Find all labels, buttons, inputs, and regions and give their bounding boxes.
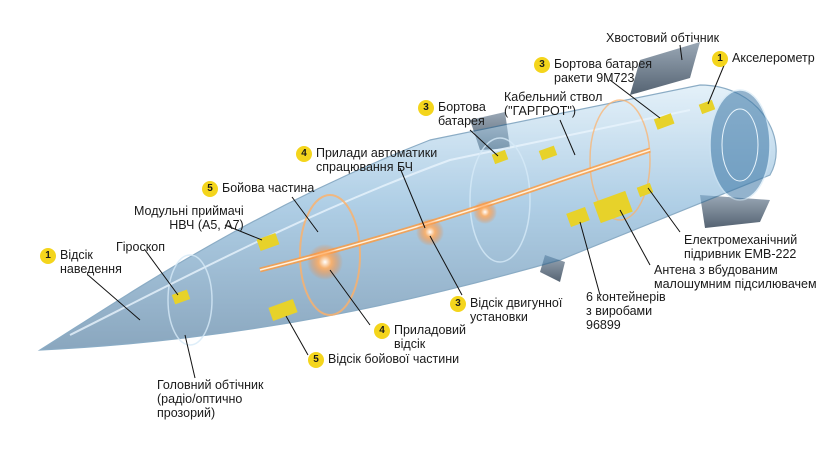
label-antenna: Антена з вбудованим малошумним підсилюва…	[654, 263, 817, 291]
label-text: Відсік наведення	[60, 248, 122, 276]
label-text: Бортова батарея	[438, 100, 486, 128]
leader-tail-fairing	[679, 44, 683, 61]
tail-inner-ring	[721, 108, 759, 182]
tail-fin-top	[630, 42, 700, 95]
leader-warhead-compartment	[285, 315, 309, 356]
component-missile-battery	[653, 113, 675, 130]
component-receivers	[256, 232, 280, 252]
label-text: Гіроскоп	[116, 240, 166, 254]
label-text: Кабельний ствол ("ГАРГРОТ")	[504, 90, 603, 118]
leader-automation	[399, 167, 426, 229]
label-text: Відсік бойової частини	[328, 352, 460, 366]
label-actuator: Електромеханічний підривник ЕМВ-222	[684, 233, 797, 261]
leader-accelerometer	[707, 62, 726, 105]
bulkhead-1	[167, 254, 213, 346]
label-text: Хвостовий обтічник	[606, 31, 720, 45]
leader-lines	[87, 44, 726, 379]
badge-3-icon: 3	[418, 100, 434, 116]
leader-missile-battery	[609, 79, 661, 119]
bulkhead-2	[299, 194, 361, 316]
leader-nose	[184, 334, 196, 379]
component-instrument	[268, 298, 298, 322]
label-text: Акселерометр	[732, 51, 815, 65]
badge-1-icon: 1	[712, 51, 728, 67]
leader-warhead	[291, 196, 319, 233]
label-warhead-compartment: 5 Відсік бойової частини	[308, 352, 459, 368]
label-nose-fairing: Головний обтічник (радіо/оптично прозори…	[157, 378, 263, 420]
bulkhead-3	[469, 137, 531, 263]
label-text: 6 контейнерів з виробами 96899	[586, 290, 666, 332]
glow-point-3	[473, 200, 497, 224]
label-text: Бортова батарея ракети 9М723	[554, 57, 653, 85]
body-highlight	[69, 109, 691, 336]
leader-guidance	[87, 274, 141, 321]
label-containers: 6 контейнерів з виробами 96899	[586, 290, 666, 332]
leader-engine	[429, 235, 463, 296]
glow-point-2	[416, 218, 444, 246]
tail-fin-bottom	[700, 195, 770, 228]
label-text: Модульні приймачі НВЧ (А5, А7)	[134, 204, 244, 232]
component-cable-box	[538, 145, 558, 161]
component-containers	[566, 207, 590, 227]
label-text: Відсік двигунної установки	[470, 296, 563, 324]
leader-gyroscope	[144, 249, 179, 296]
tail-ring	[709, 89, 771, 201]
component-actuator	[636, 182, 654, 198]
component-gyroscope	[171, 289, 191, 305]
label-text: Головний обтічник (радіо/оптично прозори…	[157, 378, 264, 420]
label-text: Прилади автоматики спрацювання БЧ	[316, 146, 438, 174]
component-accelerometer	[698, 99, 716, 115]
badge-4-icon: 4	[296, 146, 312, 162]
label-text: Приладовий відсік	[394, 323, 467, 351]
badge-5-icon: 5	[202, 181, 218, 197]
leader-containers	[579, 221, 601, 296]
missile-body	[37, 84, 777, 351]
badge-4-icon: 4	[374, 323, 390, 339]
bulkhead-4	[589, 99, 651, 221]
leader-onboard-battery	[469, 129, 499, 157]
badge-3-icon: 3	[450, 296, 466, 312]
badge-1-icon: 1	[40, 248, 56, 264]
glow-point-1	[307, 244, 343, 280]
label-tail-fairing: Хвостовий обтічник	[606, 31, 719, 45]
label-warhead: 5 Бойова частина	[202, 181, 314, 197]
leader-cable-trunk	[559, 119, 576, 156]
label-text: Антена з вбудованим малошумним підсилюва…	[654, 263, 817, 291]
label-text: Електромеханічний підривник ЕМВ-222	[684, 233, 798, 261]
label-cable-trunk: Кабельний ствол ("ГАРГРОТ")	[504, 90, 602, 118]
label-accelerometer: 1 Акселерометр	[712, 51, 815, 67]
leader-actuator	[647, 187, 681, 233]
label-receivers: Модульні приймачі НВЧ (А5, А7)	[134, 204, 244, 232]
leader-antenna	[619, 209, 651, 266]
badge-3-icon: 3	[534, 57, 550, 73]
label-text: Бойова частина	[222, 181, 315, 195]
label-gyroscope: Гіроскоп	[116, 240, 165, 254]
leader-instrument	[329, 269, 371, 326]
leader-receivers	[224, 224, 263, 241]
badge-5-icon: 5	[308, 352, 324, 368]
